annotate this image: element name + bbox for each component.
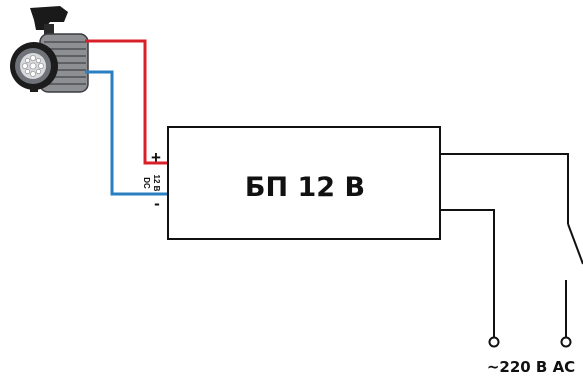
positive-wire (85, 39, 168, 165)
mains-terminal-right (560, 336, 572, 348)
plus-marker: + (151, 148, 161, 167)
machine-work-light-icon (10, 6, 89, 93)
output-type-label: DC (142, 177, 151, 189)
mains-label: ~220 В АС (487, 358, 575, 376)
negative-wire (85, 70, 168, 196)
minus-marker: - (154, 194, 160, 213)
mains-terminal-left (488, 336, 500, 348)
mains-wire-switched (440, 153, 569, 224)
output-voltage-label: 12 В (152, 175, 161, 192)
psu-label: БП 12 В (245, 172, 365, 203)
mains-wire-direct (440, 209, 495, 337)
power-supply-box (167, 126, 441, 240)
switch-blade (567, 223, 583, 265)
